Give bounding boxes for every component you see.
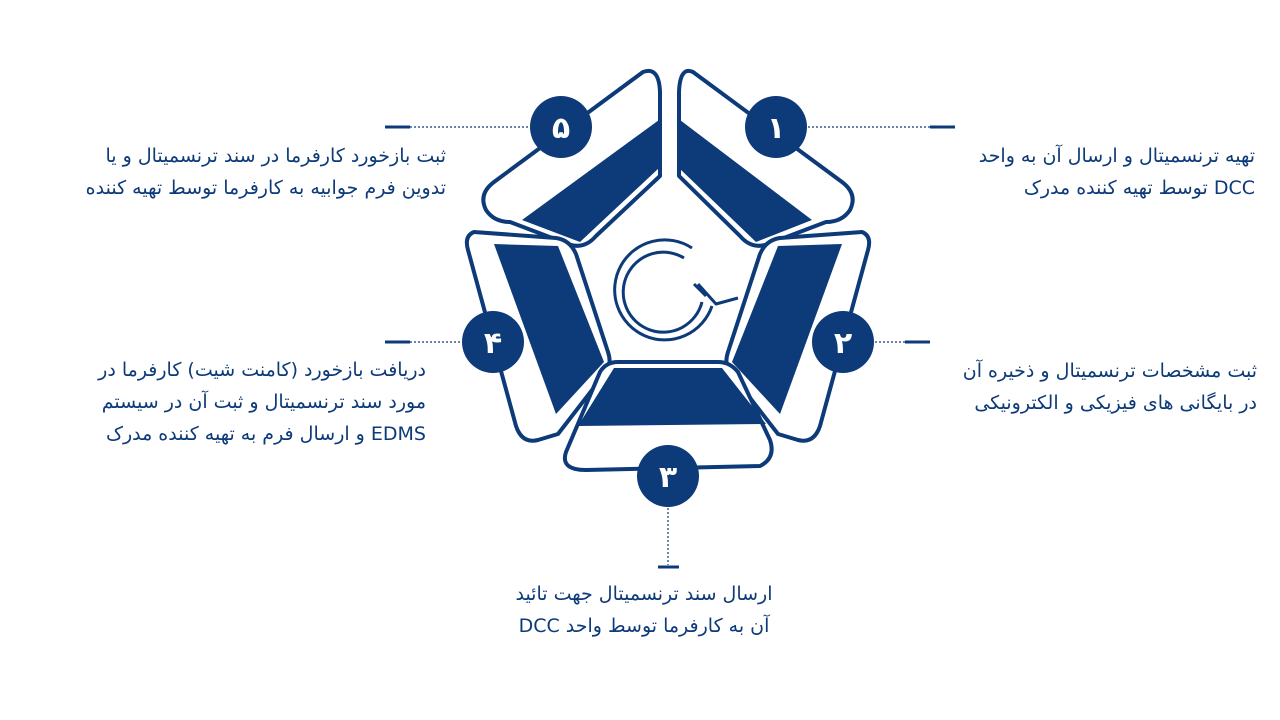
step-badge-1: ۱ xyxy=(745,96,807,158)
step-5-line-2: تدوین فرم جوابیه به کارفرما توسط تهیه کن… xyxy=(85,177,446,199)
step-badge-4: ۴ xyxy=(462,311,524,373)
step-2-line-2: در بایگانی های فیزیکی و الکترونیکی xyxy=(974,392,1257,414)
step-1-line-2: DCC توسط تهیه کننده مدرک xyxy=(1023,177,1255,199)
step-2-number: ۲ xyxy=(834,326,852,361)
step-2-description: ثبت مشخصات ترنسمیتال و ذخیره آن در بایگا… xyxy=(865,355,1257,419)
step-1-line-1: تهیه ترنسمیتال و ارسال آن به واحد xyxy=(978,145,1255,167)
segment-1 xyxy=(677,69,855,248)
step-4-number: ۴ xyxy=(484,326,502,361)
step-4-description: دریافت بازخورد (کامنت شیت) کارفرما در مو… xyxy=(22,354,426,450)
cycle-arrow-icon xyxy=(613,238,739,342)
step-badge-3: ۳ xyxy=(637,445,699,507)
step-4-line-2: مورد سند ترنسمیتال و ثبت آن در سیستم xyxy=(101,391,426,413)
step-badge-5: ۵ xyxy=(530,96,592,158)
step-3-line-1: ارسال سند ترنسمیتال جهت تائید xyxy=(515,583,773,605)
step-5-number: ۵ xyxy=(552,111,570,146)
step-5-description: ثبت بازخورد کارفرما در سند ترنسمیتال و ی… xyxy=(22,140,446,204)
step-4-line-3: EDMS و ارسال فرم به تهیه کننده مدرک xyxy=(105,423,426,445)
segment-3 xyxy=(563,360,774,472)
step-5-line-1: ثبت بازخورد کارفرما در سند ترنسمیتال و ی… xyxy=(105,145,446,167)
step-3-line-2: آن به کارفرما توسط واحد DCC xyxy=(518,615,770,637)
connector-lines xyxy=(385,125,955,569)
segment-4 xyxy=(464,230,612,443)
step-3-number: ۳ xyxy=(659,460,677,495)
step-1-number: ۱ xyxy=(767,111,785,146)
step-3-description: ارسال سند ترنسمیتال جهت تائید آن به کارف… xyxy=(468,578,820,642)
step-badge-2: ۲ xyxy=(812,311,874,373)
step-1-description: تهیه ترنسمیتال و ارسال آن به واحد DCC تو… xyxy=(905,140,1255,204)
step-4-line-1: دریافت بازخورد (کامنت شیت) کارفرما در xyxy=(98,359,426,381)
step-2-line-1: ثبت مشخصات ترنسمیتال و ذخیره آن xyxy=(962,360,1257,382)
segment-5 xyxy=(481,69,662,248)
